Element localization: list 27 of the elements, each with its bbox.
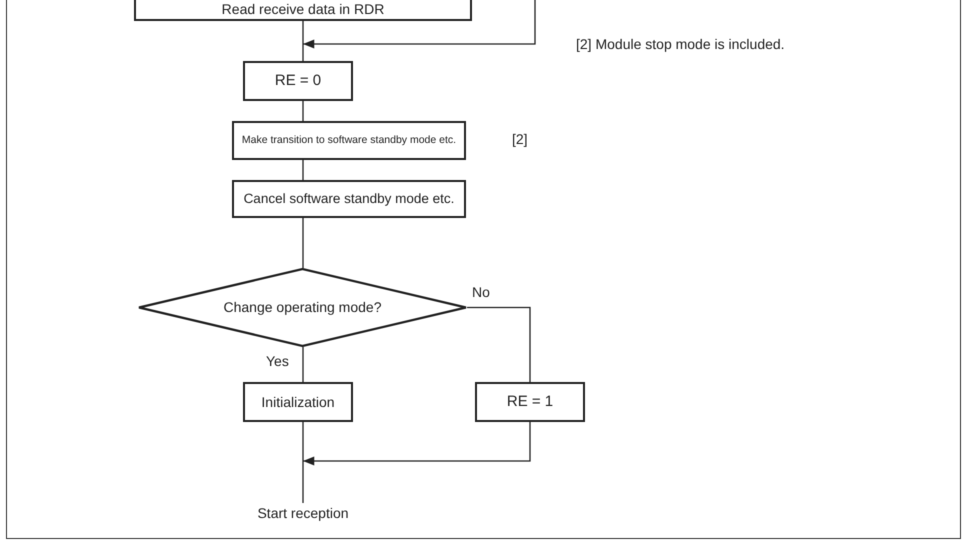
- process-box: [475, 382, 585, 422]
- process-box: [243, 382, 353, 422]
- arrow: [303, 0, 536, 48]
- connector-line: [302, 21, 304, 61]
- decision-diamond: [138, 268, 467, 347]
- connector-line: [302, 218, 304, 268]
- process-box: [232, 121, 466, 160]
- process-box: [232, 180, 466, 218]
- footnote: [2]: [512, 131, 528, 147]
- process-box: [134, 0, 472, 21]
- node-text: Cancel software standby mode etc.: [244, 191, 454, 207]
- node-text: Initialization: [261, 394, 335, 410]
- connector-line: [302, 101, 304, 121]
- end-label: Start reception: [257, 504, 349, 522]
- connector-line: [302, 347, 304, 382]
- node-text: RE = 0: [274, 72, 322, 90]
- node-text: Change operating mode?: [223, 299, 382, 316]
- process-box: [243, 61, 353, 101]
- node-text: Read receive data in RDR: [222, 1, 384, 18]
- footnote: [2] Module stop mode is included.: [576, 36, 785, 52]
- connector-line: [302, 160, 304, 180]
- arrow: [303, 422, 531, 466]
- edge-label: Yes: [265, 353, 290, 369]
- connector-line: [467, 306, 531, 382]
- connector-line: [302, 422, 304, 503]
- node-text: Make transition to software standby mode etc.: [242, 134, 456, 147]
- node-text: RE = 1: [506, 393, 554, 411]
